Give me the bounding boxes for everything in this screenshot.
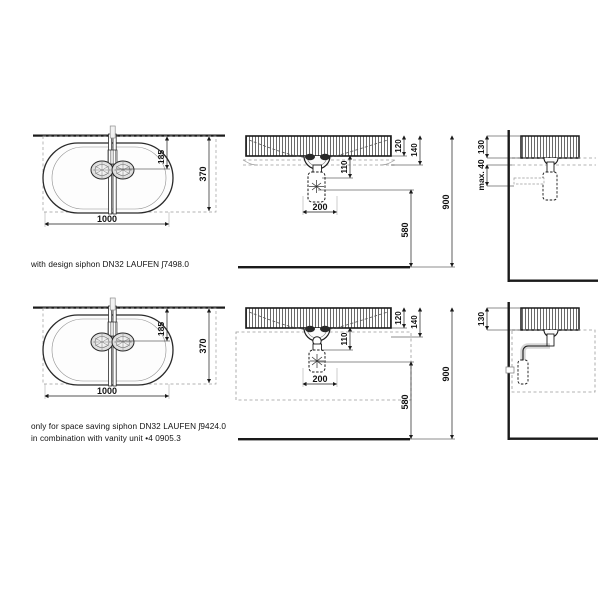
dim-370-top: 370	[198, 166, 208, 181]
dim-900-top: 900	[441, 194, 451, 209]
caption-variant-a: with design siphon DN32 LAUFEN ʃ7498.0	[31, 260, 190, 269]
section-view-bottom: 120 140 110 200 580 900	[235, 307, 455, 441]
dim-130-top: 130	[476, 140, 486, 154]
dim-200-bottom: 200	[312, 374, 327, 384]
dim-1000-top: 1000	[97, 214, 117, 224]
dim-130-bottom: 130	[476, 312, 486, 326]
side-view-bottom: 130	[476, 302, 598, 440]
dim-120-bottom: 120	[394, 311, 403, 325]
plan-view-bottom: 185 370 1000	[33, 297, 225, 399]
dim-140-top: 140	[410, 143, 419, 157]
dim-140-bottom: 140	[410, 315, 419, 329]
plan-view-top: 185 370 1000	[33, 125, 225, 227]
dim-110-top: 110	[340, 160, 349, 173]
dim-185-bottom: 185	[156, 322, 166, 336]
dim-370-bottom: 370	[198, 338, 208, 353]
dim-max40-top: max. 40	[476, 159, 486, 190]
dim-185-top: 185	[156, 150, 166, 164]
dim-1000-bottom: 1000	[97, 386, 117, 396]
section-view-top: 120 140 110 200 580 900	[238, 135, 455, 269]
dim-200-top: 200	[312, 202, 327, 212]
side-view-top: 130 max. 40	[476, 130, 598, 282]
dim-580-top: 580	[400, 222, 410, 237]
dim-900-bottom: 900	[441, 366, 451, 381]
caption-variant-b-line2: in combination with vanity unit •4 0905.…	[31, 434, 181, 443]
dim-580-bottom: 580	[400, 394, 410, 409]
dim-110-bottom: 110	[340, 332, 349, 345]
caption-variant-b-line1: only for space saving siphon DN32 LAUFEN…	[31, 422, 227, 431]
dim-120-top: 120	[394, 139, 403, 153]
